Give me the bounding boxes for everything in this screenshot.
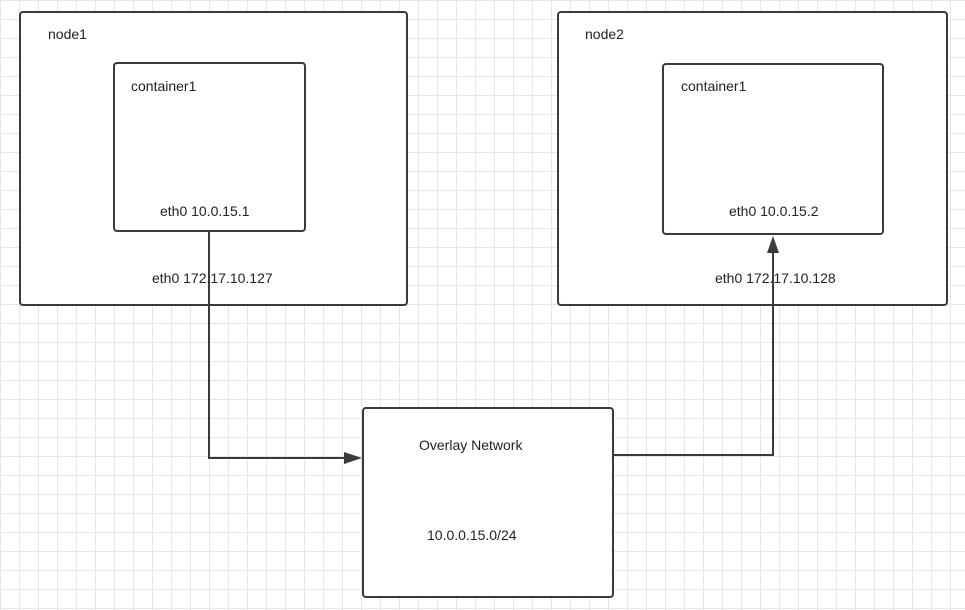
overlay-network-subnet: 10.0.0.15.0/24	[427, 527, 517, 543]
node2-container1-title: container1	[681, 78, 747, 94]
node1-container1-title: container1	[131, 78, 197, 94]
overlay-network-title: Overlay Network	[419, 437, 523, 453]
node2-container1-box	[662, 63, 884, 235]
node2-title: node2	[585, 26, 624, 42]
node1-title: node1	[48, 26, 87, 42]
node1-container1-box	[113, 62, 306, 232]
node2-eth0-label: eth0 172.17.10.128	[715, 270, 836, 286]
overlay-network-box	[362, 407, 614, 598]
node1-container1-eth0-label: eth0 10.0.15.1	[160, 203, 250, 219]
node1-eth0-label: eth0 172.17.10.127	[152, 270, 273, 286]
node2-container1-eth0-label: eth0 10.0.15.2	[729, 203, 819, 219]
